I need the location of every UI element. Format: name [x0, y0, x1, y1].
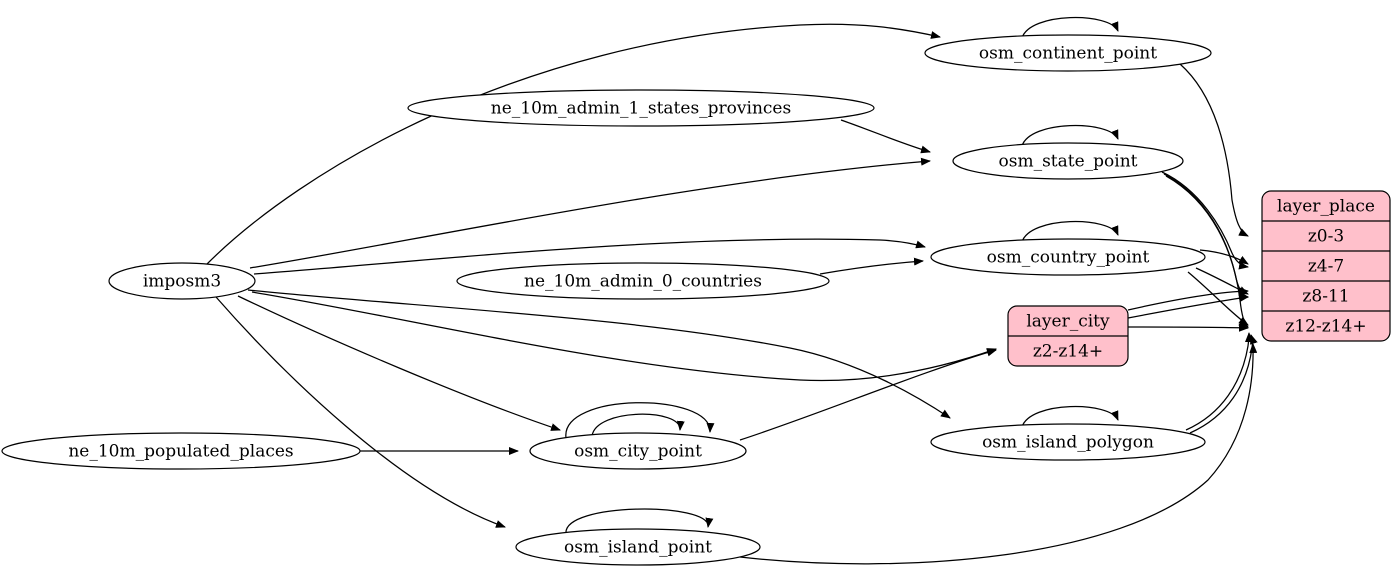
edge-osm_country_point-to-layer_place-z8-11	[1195, 267, 1249, 295]
edge-self-osm_continent_point	[1021, 17, 1119, 39]
edge-layer_city-to-layer_place-z8-11	[1127, 294, 1249, 319]
node-label-ne_10m_admin_0_countries: ne_10m_admin_0_countries	[524, 272, 762, 292]
node-ne_10m_admin_1_states_provinces[interactable]: ne_10m_admin_1_states_provinces	[407, 89, 875, 127]
node-shape-ne_10m_populated_places[interactable]	[1, 432, 361, 470]
edge-imposm3-to-osm_island_point	[215, 296, 506, 528]
edge-self-osm_island_polygon	[1021, 406, 1119, 428]
node-label-osm_city_point: osm_city_point	[574, 442, 702, 462]
record-title-layer_city: layer_city	[1026, 312, 1110, 332]
edge-imposm3-to-osm_country_point	[253, 238, 926, 275]
edge-self-osm_island_point	[565, 508, 714, 535]
node-shape-osm_island_polygon[interactable]	[930, 423, 1206, 461]
node-label-osm_continent_point: osm_continent_point	[979, 44, 1157, 64]
node-shape-osm_continent_point[interactable]	[924, 34, 1212, 72]
edge-imposm3-to-layer_city	[251, 291, 997, 382]
edge-osm_state_point-to-layer_place-z4-7	[1161, 171, 1249, 270]
record-title-layer_place: layer_place	[1277, 197, 1375, 217]
node-shape-osm_state_point[interactable]	[952, 142, 1184, 180]
node-ne_10m_populated_places[interactable]: ne_10m_populated_places	[1, 432, 361, 470]
edge-self-osm_country_point	[1021, 221, 1119, 243]
record-row-layer_place-z4-7[interactable]: z4-7	[1308, 257, 1344, 277]
edge-osm_island_point-to-layer_place-z12-z14+	[739, 343, 1258, 565]
record-row-layer_city-z2-z14plus[interactable]: z2-z14+	[1033, 342, 1103, 362]
node-osm_country_point[interactable]: osm_country_point	[930, 238, 1206, 276]
edge-self-osm_city_point-inner	[591, 413, 685, 437]
record-shape-layer_place[interactable]	[1261, 190, 1391, 342]
edge-imposm3-to-osm_continent_point	[204, 23, 941, 267]
record-row-layer_place-z8-11[interactable]: z8-11	[1302, 287, 1349, 307]
record-node-layer_city[interactable]: layer_city z2-z14+	[1007, 305, 1129, 367]
edge-osm_continent_point-to-layer_place-z0-3	[1179, 63, 1249, 237]
ellipse-node-layer: imposm3 ne_10m_admin_1_states_provinces …	[1, 34, 1212, 566]
edge-osm_island_polygon-to-layer_place-z12-z14+	[1185, 332, 1253, 431]
edge-osm_country_point-to-layer_place-z12-z14+	[1187, 271, 1249, 326]
record-node-layer_place[interactable]: layer_place z0-3 z4-7 z8-11 z12-z14+	[1261, 190, 1391, 342]
node-osm_continent_point[interactable]: osm_continent_point	[924, 34, 1212, 72]
edge-layer	[204, 17, 1258, 565]
edge-ne_10m_admin_0_countries-to-osm_country_point	[819, 257, 924, 275]
node-osm_state_point[interactable]: osm_state_point	[952, 142, 1184, 180]
node-shape-imposm3[interactable]	[108, 262, 256, 300]
node-ne_10m_admin_0_countries[interactable]: ne_10m_admin_0_countries	[456, 262, 830, 300]
node-shape-osm_country_point[interactable]	[930, 238, 1206, 276]
node-shape-osm_city_point[interactable]	[529, 432, 747, 470]
edge-self-osm_state_point	[1021, 125, 1119, 147]
edge-self-osm_city_point-outer	[565, 402, 715, 439]
node-label-ne_10m_admin_1_states_provinces: ne_10m_admin_1_states_provinces	[491, 99, 791, 119]
edge-osm_state_point-to-layer_place-z8-11	[1163, 173, 1249, 300]
edge-imposm3-to-osm_city_point	[237, 295, 561, 431]
node-shape-ne_10m_admin_0_countries[interactable]	[456, 262, 830, 300]
edge-imposm3-to-osm_island_polygon	[247, 289, 951, 419]
edge-layer_city-to-layer_place-z12-z14+	[1127, 323, 1249, 332]
node-osm_city_point[interactable]: osm_city_point	[529, 432, 747, 470]
record-row-layer_place-z12-z14plus[interactable]: z12-z14+	[1285, 317, 1366, 337]
edge-osm_country_point-to-layer_place-z4-7	[1199, 249, 1249, 265]
node-osm_island_polygon[interactable]: osm_island_polygon	[930, 423, 1206, 461]
node-label-osm_state_point: osm_state_point	[999, 152, 1138, 172]
edge-osm_city_point-to-layer_city-z2-z14+	[739, 348, 997, 441]
node-label-osm_country_point: osm_country_point	[987, 248, 1150, 268]
node-shape-ne_10m_admin_1_states_provinces[interactable]	[407, 89, 875, 127]
node-label-ne_10m_populated_places: ne_10m_populated_places	[68, 442, 293, 462]
node-osm_island_point[interactable]: osm_island_point	[515, 528, 761, 566]
edge-ne_10m_admin_1_states_provinces-to-osm_state_point	[840, 119, 931, 154]
record-row-layer_place-z0-3[interactable]: z0-3	[1308, 227, 1344, 247]
edge-imposm3-to-osm_state_point	[249, 157, 931, 269]
node-shape-osm_island_point[interactable]	[515, 528, 761, 566]
node-label-osm_island_polygon: osm_island_polygon	[982, 433, 1154, 453]
node-label-osm_island_point: osm_island_point	[564, 538, 712, 558]
edge-layer_city-to-layer_place-upper	[1127, 287, 1249, 311]
node-imposm3[interactable]: imposm3	[108, 262, 256, 300]
node-label-imposm3: imposm3	[143, 272, 221, 292]
